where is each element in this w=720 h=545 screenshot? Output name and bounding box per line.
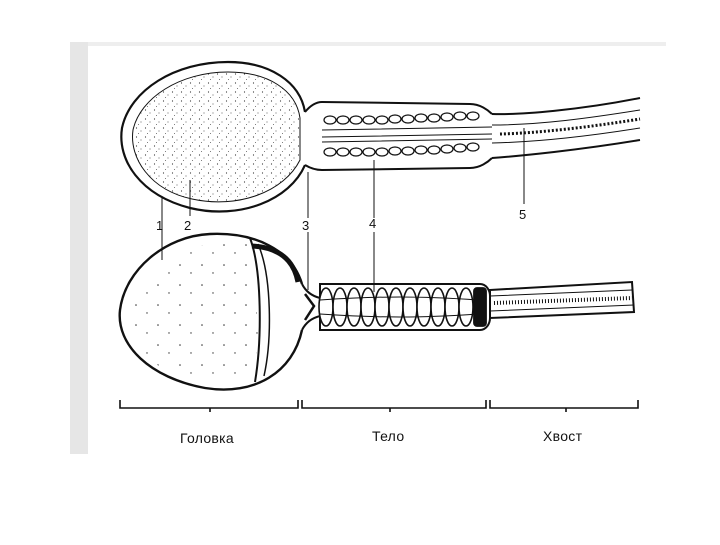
section-label-tail: Хвост [543, 428, 582, 444]
brace-head [120, 400, 298, 412]
bottom-mitochondrial-helix [319, 288, 473, 326]
section-braces [120, 400, 638, 412]
callout-5: 5 [519, 207, 526, 222]
callout-4: 4 [369, 216, 376, 231]
section-label-head: Головка [180, 430, 234, 446]
section-label-body: Тело [372, 428, 404, 444]
top-neck [305, 102, 322, 112]
left-margin-strip [70, 42, 88, 454]
top-margin-strip [88, 42, 666, 46]
top-mitochondria-upper [324, 112, 479, 124]
top-mitochondria-lower [324, 143, 479, 156]
top-sperm-cell [121, 62, 640, 211]
callout-2: 2 [184, 218, 191, 233]
bottom-sperm-cell [120, 234, 634, 390]
callout-3: 3 [302, 218, 309, 233]
brace-tail [490, 400, 638, 412]
callout-1: 1 [156, 218, 163, 233]
brace-body [302, 400, 486, 412]
bottom-neck [302, 284, 320, 330]
top-axial-filament [322, 127, 492, 142]
top-tail [492, 98, 640, 158]
bottom-tail [490, 282, 634, 318]
